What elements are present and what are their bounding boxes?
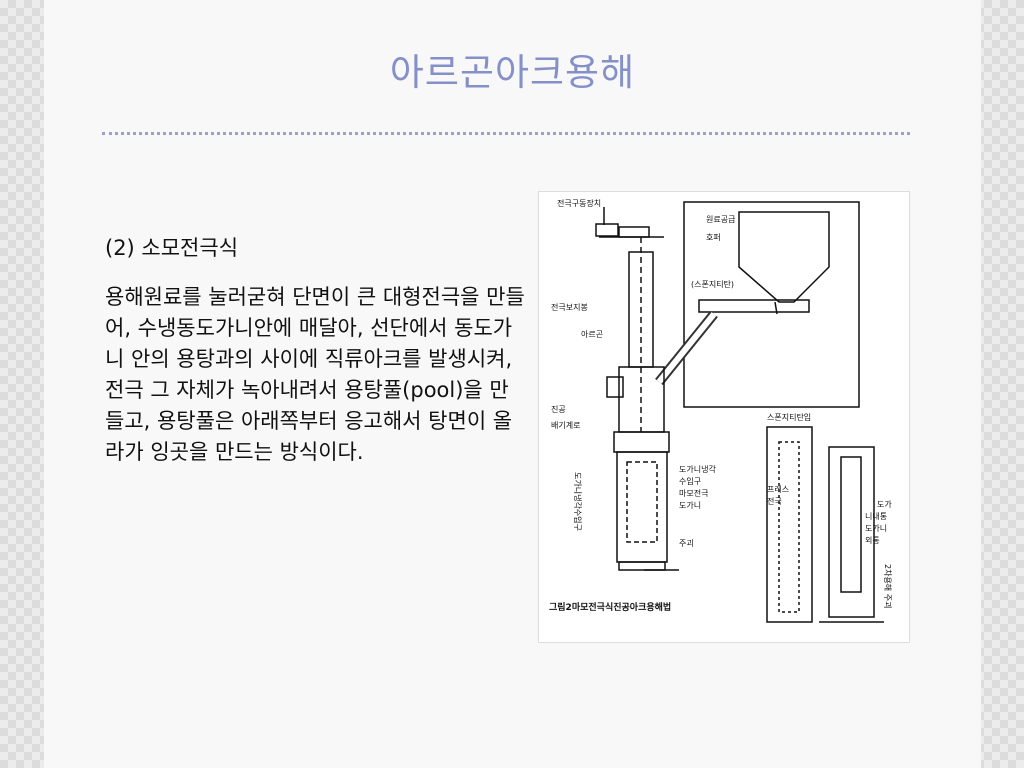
consumable-electrode-diagram: 전극구동장치 원료공급 호퍼 (스폰지티탄) 전극보지봉 아르곤 진공 배기계로… <box>538 191 910 643</box>
feed-chute-inner <box>656 312 717 384</box>
label-exhaust: 배기계로 <box>551 420 580 430</box>
crucible-base <box>618 561 666 571</box>
chamber-flange <box>613 431 670 453</box>
label-feed: 원료공급 <box>706 215 735 224</box>
label-holder: 전극보지봉 <box>551 302 588 312</box>
drive-motor <box>618 226 650 238</box>
sponge-tray <box>698 299 810 313</box>
label-crucible: 도가니 <box>679 500 701 510</box>
label-inlet: 수입구 <box>679 477 701 486</box>
label-argon: 아르곤 <box>581 329 603 339</box>
label-outer: 외통 <box>865 535 880 545</box>
label-vacuum: 진공 <box>551 404 566 414</box>
title-divider <box>102 132 910 135</box>
section-body: 용해원료를 눌러굳혀 단면이 큰 대형전극을 만들어, 수냉동도가니안에 매달아… <box>105 285 525 464</box>
remelt-crucible <box>828 446 875 618</box>
drive-unit <box>595 223 619 237</box>
slide-title: 아르곤아크용해 <box>389 51 636 94</box>
hopper-shape <box>738 211 830 303</box>
label-inner: 니내통 <box>865 511 887 521</box>
label-sponge-feed: 스폰지티탄입 <box>767 412 811 422</box>
label-hopper: 호퍼 <box>706 233 721 242</box>
label-cooling-water: 도가니냉각수입구 <box>573 472 583 531</box>
press-assembly <box>766 426 813 623</box>
label-crucible-top: 도가 <box>877 500 892 509</box>
label-sponge: (스폰지티탄) <box>691 279 734 289</box>
label-ingot: 주괴 <box>679 539 694 548</box>
crucible-body <box>616 451 668 563</box>
remelt-ingot <box>840 456 862 593</box>
diagram-svg: 전극구동장치 원료공급 호퍼 (스폰지티탄) 전극보지봉 아르곤 진공 배기계로… <box>549 198 893 623</box>
label-consumable: 마모전극 <box>679 488 708 498</box>
press-electrode <box>778 441 800 613</box>
label-crucible2: 도가니 <box>865 523 887 533</box>
slide: 아르곤아크용해 (2) 소모전극식 용해원료를 눌러굳혀 단면이 큰 대형전극을… <box>44 0 981 768</box>
hopper-frame <box>683 201 860 408</box>
label-press: 프레스 <box>767 485 789 494</box>
vacuum-port <box>606 376 624 398</box>
label-drive: 전극구동장치 <box>557 198 601 208</box>
label-second-melt: 2차용해 주괴 <box>883 564 893 608</box>
label-electrode: 전극 <box>767 496 782 506</box>
consumable-electrode <box>626 461 658 543</box>
section-subheading: (2) 소모전극식 <box>105 236 239 260</box>
label-cooling-in: 도가니냉각 <box>679 464 716 474</box>
figure-caption: 그림2마모전극식진공아크용해법 <box>549 601 671 613</box>
